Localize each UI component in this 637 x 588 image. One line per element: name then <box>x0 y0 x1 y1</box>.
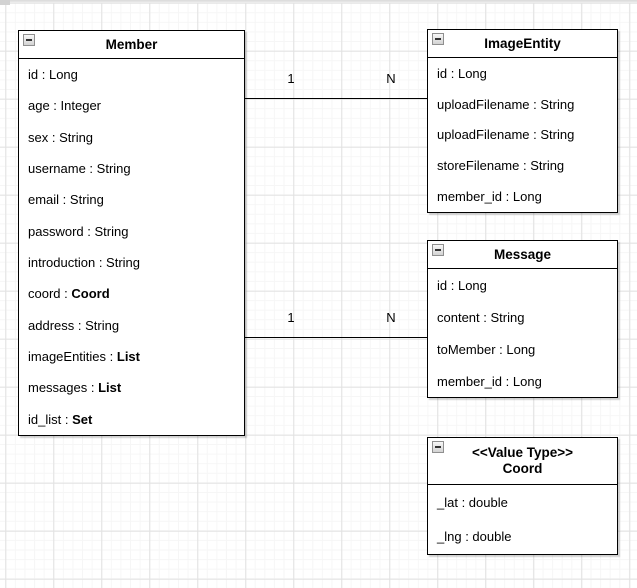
field-type: Long <box>457 277 487 293</box>
field-row-id[interactable]: id : Long <box>428 58 617 89</box>
class-title-imageentity: ImageEntity <box>484 36 561 51</box>
field-row-member_id[interactable]: member_id : Long <box>428 365 617 397</box>
field-name: password : <box>28 223 95 239</box>
class-header[interactable]: ImageEntity <box>428 30 617 58</box>
field-name: id : <box>437 65 458 81</box>
field-type: String <box>69 192 104 208</box>
field-row-introduction[interactable]: introduction : String <box>19 247 244 278</box>
field-name: id_list : <box>28 411 73 427</box>
field-row-uploadFilename[interactable]: uploadFilename : String <box>428 89 617 120</box>
edge-member-imageentity[interactable] <box>245 98 427 99</box>
field-name: content : <box>437 309 491 325</box>
field-type: String <box>540 127 575 143</box>
field-name: sex : <box>28 129 60 145</box>
field-name: uploadFilename : <box>437 96 541 112</box>
edge-member-message[interactable] <box>245 337 427 338</box>
field-name: uploadFilename : <box>437 127 541 143</box>
edge2-source-multiplicity[interactable]: 1 <box>287 310 295 325</box>
edge2-target-multiplicity[interactable]: N <box>386 310 396 325</box>
field-type: String <box>96 161 131 177</box>
field-name: address : <box>28 317 86 333</box>
field-type: String <box>59 129 94 145</box>
field-row-uploadFilename[interactable]: uploadFilename : String <box>428 120 617 151</box>
field-name: imageEntities : <box>28 349 117 365</box>
field-row-id_list[interactable]: id_list : Set <box>19 404 244 435</box>
field-row-email[interactable]: email : String <box>19 184 244 215</box>
edge1-source-multiplicity[interactable]: 1 <box>287 71 295 86</box>
field-type: String <box>94 223 129 239</box>
field-name: coord : <box>28 286 72 302</box>
field-row-coord[interactable]: coord : Coord <box>19 278 244 309</box>
class-title-message: Message <box>493 247 552 262</box>
field-type: Long <box>48 67 78 83</box>
field-name: messages : <box>28 380 99 396</box>
field-row-password[interactable]: password : String <box>19 216 244 247</box>
field-name: toMember : <box>437 341 507 357</box>
field-row-messages[interactable]: messages : List <box>19 372 244 403</box>
class-header[interactable]: Message <box>428 241 617 269</box>
field-type: String <box>106 255 141 271</box>
field-row-content[interactable]: content : String <box>428 301 617 333</box>
field-type: Coord <box>71 286 110 302</box>
field-list: _lat : double_lng : double <box>428 485 617 554</box>
field-row-address[interactable]: address : String <box>19 310 244 341</box>
field-type: Set <box>72 411 93 427</box>
field-row-storeFilename[interactable]: storeFilename : String <box>428 150 617 181</box>
collapse-icon[interactable] <box>432 441 444 453</box>
field-type: String <box>490 309 525 325</box>
field-type: Long <box>512 189 542 205</box>
field-name: introduction : <box>28 255 107 271</box>
field-row-id[interactable]: id : Long <box>428 269 617 301</box>
field-row-sex[interactable]: sex : String <box>19 122 244 153</box>
field-name: username : <box>28 161 97 177</box>
field-name: _lng : <box>437 529 473 545</box>
field-name: id : <box>437 277 458 293</box>
field-type: List <box>116 349 140 365</box>
edge1-target-multiplicity[interactable]: N <box>386 71 396 86</box>
canvas-corner-notch <box>0 0 10 5</box>
collapse-icon[interactable] <box>432 33 444 45</box>
field-name: id : <box>28 67 49 83</box>
class-header[interactable]: <<Value Type>> Coord <box>428 438 617 485</box>
field-type: String <box>85 317 120 333</box>
field-row-member_id[interactable]: member_id : Long <box>428 181 617 212</box>
field-type: double <box>468 494 508 510</box>
field-name: storeFilename : <box>437 158 531 174</box>
field-row-id[interactable]: id : Long <box>19 59 244 90</box>
field-name: member_id : <box>437 373 513 389</box>
field-type: Integer <box>60 98 102 114</box>
field-name: email : <box>28 192 70 208</box>
class-title-member: Member <box>105 37 158 52</box>
field-name: _lat : <box>437 494 469 510</box>
class-box-coord[interactable]: <<Value Type>> Coord _lat : double_lng :… <box>427 437 618 555</box>
field-name: age : <box>28 98 61 114</box>
field-row-_lat[interactable]: _lat : double <box>428 485 617 520</box>
field-type: double <box>472 529 512 545</box>
collapse-icon[interactable] <box>432 244 444 256</box>
field-type: Long <box>506 341 536 357</box>
field-type: String <box>540 96 575 112</box>
field-name: member_id : <box>437 189 513 205</box>
field-type: List <box>98 380 122 396</box>
field-type: String <box>530 158 565 174</box>
field-type: Long <box>512 373 542 389</box>
collapse-icon[interactable] <box>23 34 35 46</box>
canvas-top-edge <box>0 0 637 3</box>
field-type: Long <box>457 65 487 81</box>
field-row-imageEntities[interactable]: imageEntities : List <box>19 341 244 372</box>
class-header[interactable]: Member <box>19 31 244 59</box>
field-row-_lng[interactable]: _lng : double <box>428 520 617 555</box>
field-row-username[interactable]: username : String <box>19 153 244 184</box>
class-stereotype-coord: <<Value Type>> <box>471 444 574 460</box>
field-row-age[interactable]: age : Integer <box>19 90 244 121</box>
field-row-toMember[interactable]: toMember : Long <box>428 333 617 365</box>
class-title-coord: Coord <box>502 461 543 476</box>
